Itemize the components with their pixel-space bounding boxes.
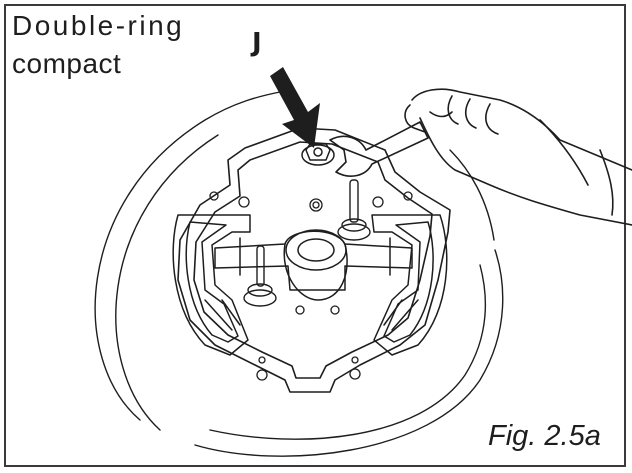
- down-arrow-pointer-icon: [270, 67, 320, 148]
- figure-number: Fig. 2.5a: [488, 420, 601, 452]
- ring-channels: [172, 214, 448, 356]
- central-bridge: [214, 229, 413, 301]
- hob-outer-rings: [94, 91, 504, 457]
- nut-j: [301, 143, 335, 166]
- callout-label-j: J: [252, 28, 262, 58]
- figure-frame: [4, 4, 626, 467]
- gloved-hand-icon: [404, 88, 632, 226]
- burner-plate: [177, 127, 451, 393]
- title-line-2: compact: [12, 48, 122, 79]
- electrodes: [243, 179, 371, 307]
- fixing-screws: [209, 191, 413, 381]
- wrench-icon: [329, 121, 429, 177]
- title-line-1: Double-ring: [12, 10, 185, 41]
